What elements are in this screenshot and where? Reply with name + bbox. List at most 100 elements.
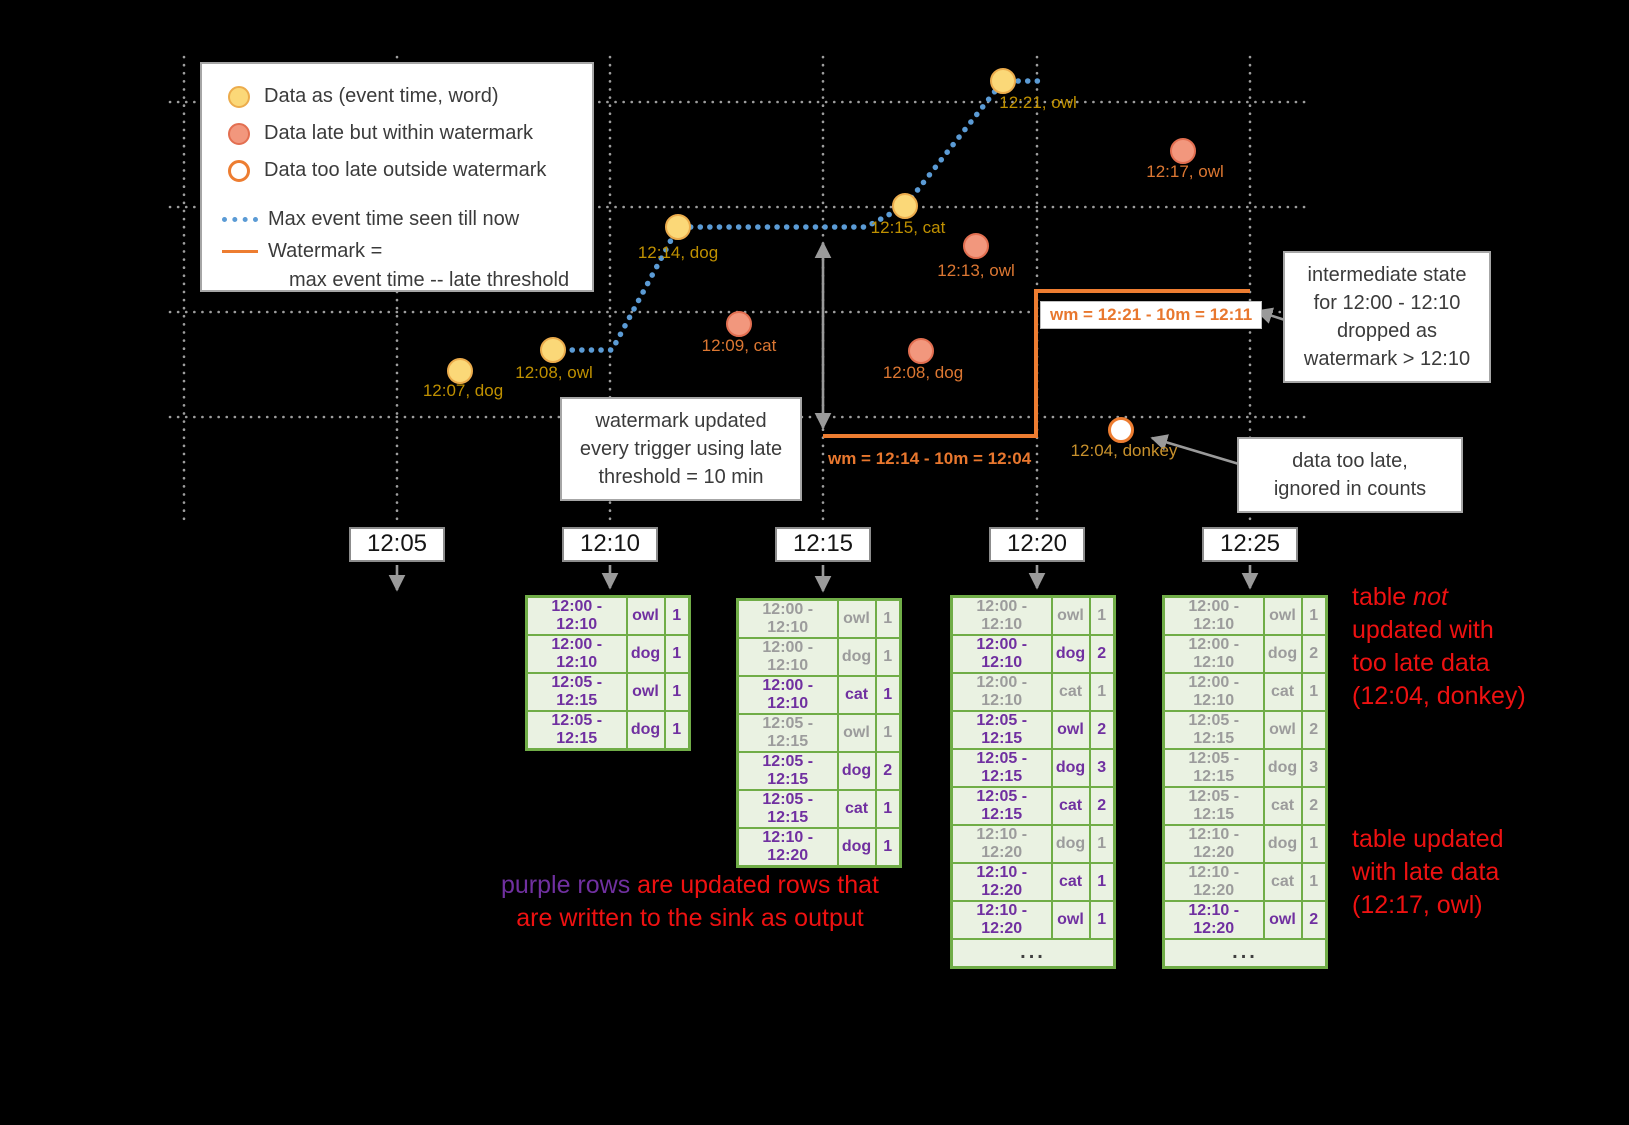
note-watermark-update: watermark updated every trigger using la… — [560, 397, 802, 501]
data-point-label: 12:08, dog — [882, 363, 964, 382]
word-cell: cat — [1050, 786, 1091, 826]
legend-item-watermark: Watermark = — [220, 235, 592, 267]
count-cell: 3 — [1088, 748, 1116, 788]
word-cell: dog — [1050, 748, 1091, 788]
word-cell: dog — [836, 751, 877, 791]
count-cell: 2 — [1088, 786, 1116, 826]
count-cell: 1 — [1300, 862, 1328, 902]
note-line: purple rows are updated rows that — [500, 871, 879, 899]
watermark-line — [823, 289, 1250, 438]
note-line: (12:04, donkey) — [1352, 682, 1526, 710]
note-line: ignored in counts — [1273, 478, 1427, 500]
count-cell: 2 — [1088, 710, 1116, 750]
legend-item-ontime: Data as (event time, word) — [220, 78, 592, 115]
note-line: every trigger using late — [579, 438, 783, 460]
window-cell: 12:05 - 12:15 — [736, 751, 839, 791]
too-late-note-arrow — [1150, 434, 1240, 466]
note-line: with late data — [1352, 858, 1500, 886]
table-ellipsis-row: ... — [1162, 938, 1328, 968]
word-cell: cat — [836, 675, 877, 715]
data-point-label: 12:14, dog — [637, 243, 719, 262]
window-cell: 12:00 - 12:10 — [950, 672, 1053, 712]
window-cell: 12:00 - 12:10 — [736, 598, 839, 639]
count-cell: 2 — [1088, 634, 1116, 674]
data-point-label: 12:04, donkey — [1070, 441, 1178, 460]
count-cell: 1 — [874, 827, 902, 868]
data-point-label: 12:15, cat — [870, 218, 946, 237]
window-cell: 12:05 - 12:15 — [950, 710, 1053, 750]
word-cell: owl — [1050, 710, 1091, 750]
data-point-label: 12:13, owl — [937, 261, 1015, 280]
word-cell: cat — [1050, 862, 1091, 902]
word-cell: owl — [625, 672, 666, 712]
legend-item-max-event-time: Max event time seen till now — [220, 203, 592, 235]
word-cell: owl — [1262, 595, 1303, 636]
note-line: watermark updated — [595, 410, 767, 432]
word-cell: cat — [1262, 786, 1303, 826]
legend-label: Data late but within watermark — [264, 122, 534, 144]
word-cell: dog — [836, 827, 877, 868]
legend-item-late: Data late but within watermark — [220, 115, 592, 152]
count-cell: 1 — [874, 675, 902, 715]
count-cell: 1 — [1088, 672, 1116, 712]
window-cell: 12:00 - 12:10 — [525, 595, 628, 636]
note-table-not-updated: table not updated with too late data (12… — [1352, 581, 1526, 713]
watermark-value-label-1: wm = 12:14 - 10m = 12:04 — [828, 449, 1032, 468]
data-point-dot — [447, 358, 473, 384]
watermark-value-label-2: wm = 12:21 - 10m = 12:11 — [1040, 301, 1263, 329]
data-point-dot — [1170, 138, 1196, 164]
window-cell: 12:10 - 12:20 — [950, 824, 1053, 864]
tick-12-10: 12:10 — [562, 527, 658, 562]
tick-12-15: 12:15 — [775, 527, 871, 562]
window-cell: 12:00 - 12:10 — [525, 634, 628, 674]
note-line: data too late, — [1292, 450, 1408, 472]
note-table-updated: table updated with late data (12:17, owl… — [1352, 823, 1504, 922]
window-cell: 12:05 - 12:15 — [950, 786, 1053, 826]
data-point-dot — [990, 68, 1016, 94]
window-cell: 12:05 - 12:15 — [736, 713, 839, 753]
data-point-label: 12:07, dog — [422, 381, 504, 400]
table-ellipsis-row: ... — [950, 938, 1116, 968]
orange-line-icon — [222, 249, 258, 253]
data-point-dot — [892, 193, 918, 219]
count-cell: 1 — [874, 637, 902, 677]
window-cell: 12:05 - 12:15 — [1162, 748, 1265, 788]
legend: Data as (event time, word) Data late but… — [200, 62, 594, 292]
data-point-dot — [540, 337, 566, 363]
data-point-dot — [908, 338, 934, 364]
count-cell: 1 — [1300, 824, 1328, 864]
count-cell: 3 — [1300, 748, 1328, 788]
window-cell: 12:00 - 12:10 — [950, 595, 1053, 636]
count-cell: 1 — [1088, 595, 1116, 636]
window-cell: 12:10 - 12:20 — [950, 862, 1053, 902]
note-data-too-late: data too late, ignored in counts — [1237, 437, 1463, 513]
word-cell: owl — [836, 598, 877, 639]
window-cell: 12:10 - 12:20 — [950, 900, 1053, 940]
legend-label: Data too late outside watermark — [264, 159, 547, 181]
window-cell: 12:05 - 12:15 — [950, 748, 1053, 788]
word-cell: owl — [625, 595, 666, 636]
data-point-label: 12:17, owl — [1146, 162, 1224, 181]
word-cell: dog — [1262, 748, 1303, 788]
count-cell: 1 — [1088, 900, 1116, 940]
count-cell: 1 — [1300, 595, 1328, 636]
window-cell: 12:00 - 12:10 — [1162, 634, 1265, 674]
window-cell: 12:10 - 12:20 — [1162, 824, 1265, 864]
count-cell: 1 — [1300, 672, 1328, 712]
tick-12-05: 12:05 — [349, 527, 445, 562]
count-cell: 2 — [1300, 634, 1328, 674]
legend-label: Max event time seen till now — [268, 207, 520, 230]
